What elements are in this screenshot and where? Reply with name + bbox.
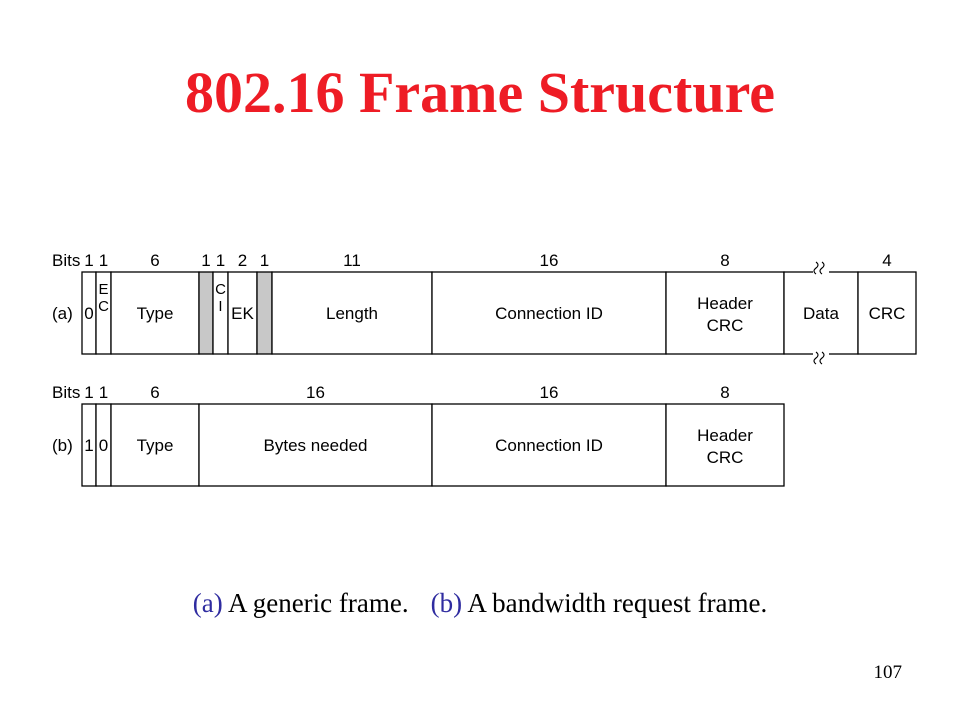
caption-a-tag: (a) <box>192 588 223 618</box>
frame-b-field-connection-id-label: Connection ID <box>495 436 603 455</box>
caption-a-text: A generic frame. <box>227 588 409 618</box>
frame-a-field-reserved-box <box>198 271 214 355</box>
frame-b-field-header-crc-label-line1: Header <box>697 426 753 445</box>
frame-b-field-connection-id-box <box>431 403 667 487</box>
frame-a-field-crc-bits: 4 <box>882 251 891 270</box>
frame-a-field-ec-label-char: C <box>98 298 109 315</box>
frame-a-field-header-crc-bits: 8 <box>720 251 729 270</box>
bits-header-b: Bits <box>52 383 80 402</box>
frame-a-field-connection-id-bits: 16 <box>540 251 559 270</box>
frame-a-field-0-bits: 1 <box>84 251 93 270</box>
caption-b-text: A bandwidth request frame. <box>467 588 768 618</box>
frame-b-field-bytes-needed-label: Bytes needed <box>264 436 368 455</box>
frame-a-field-type-bits: 6 <box>150 251 159 270</box>
frame-a-field-reserved-bits: 1 <box>201 251 210 270</box>
frame-b-field-header-crc-label-line2: CRC <box>707 448 744 467</box>
frame-a-field-ek-label: EK <box>231 304 254 323</box>
caption-b-tag: (b) <box>430 588 463 618</box>
frame-a-field-crc-label: CRC <box>869 304 906 323</box>
frame-a-field-type-label: Type <box>137 304 174 323</box>
frame-a-field-header-crc-box <box>665 271 785 355</box>
break-tilde <box>819 261 825 275</box>
page-number: 107 <box>873 662 903 683</box>
frame-a-field-length-bits: 11 <box>343 251 361 270</box>
frame-b-field-bytes-needed-box <box>198 403 433 487</box>
frame-b-field-0-bits: 1 <box>99 383 108 402</box>
frame-a-field-header-crc-label-line1: Header <box>697 294 753 313</box>
frame-b-field-1-bits: 1 <box>84 383 93 402</box>
frame-a-field-connection-id-label: Connection ID <box>495 304 603 323</box>
frame-a-field-header-crc-label-line2: CRC <box>707 316 744 335</box>
frame-a-field-data-label: Data <box>803 304 839 323</box>
frame-a-field-ci-label-char: I <box>218 298 222 315</box>
slide-title: 802.16 Frame Structure <box>184 60 776 125</box>
bits-header-a: Bits <box>52 251 80 270</box>
frame-a-field-ec-bits: 1 <box>99 251 108 270</box>
row-label-a: (a) <box>52 304 73 323</box>
frame-b-field-header-crc-bits: 8 <box>720 383 729 402</box>
frame-a-field-reserved-bits: 1 <box>260 251 269 270</box>
frame-b-field-1-label: 1 <box>84 436 93 455</box>
break-tilde <box>819 351 825 365</box>
frame-a-field-length-label: Length <box>326 304 378 323</box>
frame-b-field-0-label: 0 <box>99 436 108 455</box>
frame-a-field-ek-bits: 2 <box>238 251 247 270</box>
frame-b-field-connection-id-bits: 16 <box>540 383 559 402</box>
frame-a-field-crc-box <box>857 271 917 355</box>
frame-a-field-ec-label-char: E <box>98 281 108 298</box>
frame-a-field-connection-id-box <box>431 271 667 355</box>
frame-b-field-type-bits: 6 <box>150 383 159 402</box>
row-label-b: (b) <box>52 436 73 455</box>
frame-b-field-bytes-needed-bits: 16 <box>306 383 325 402</box>
data-break-mark-bottom <box>813 351 829 365</box>
frame-a-field-ci-label-char: C <box>215 281 226 298</box>
break-gap <box>813 353 829 355</box>
frame-b-field-header-crc-box <box>665 403 785 487</box>
frame-a-field-ek-box <box>227 271 258 355</box>
frame-a-field-0-label: 0 <box>84 304 93 323</box>
frame-b-field-type-label: Type <box>137 436 174 455</box>
figure-caption: (a) A generic frame. (b) A bandwidth requ… <box>0 588 960 619</box>
frame-a-field-reserved-box <box>256 271 273 355</box>
data-break-mark-top <box>813 261 829 275</box>
break-tilde <box>813 351 819 365</box>
break-tilde <box>813 261 819 275</box>
frame-a-field-ci-bits: 1 <box>216 251 225 270</box>
break-gap <box>813 271 829 273</box>
